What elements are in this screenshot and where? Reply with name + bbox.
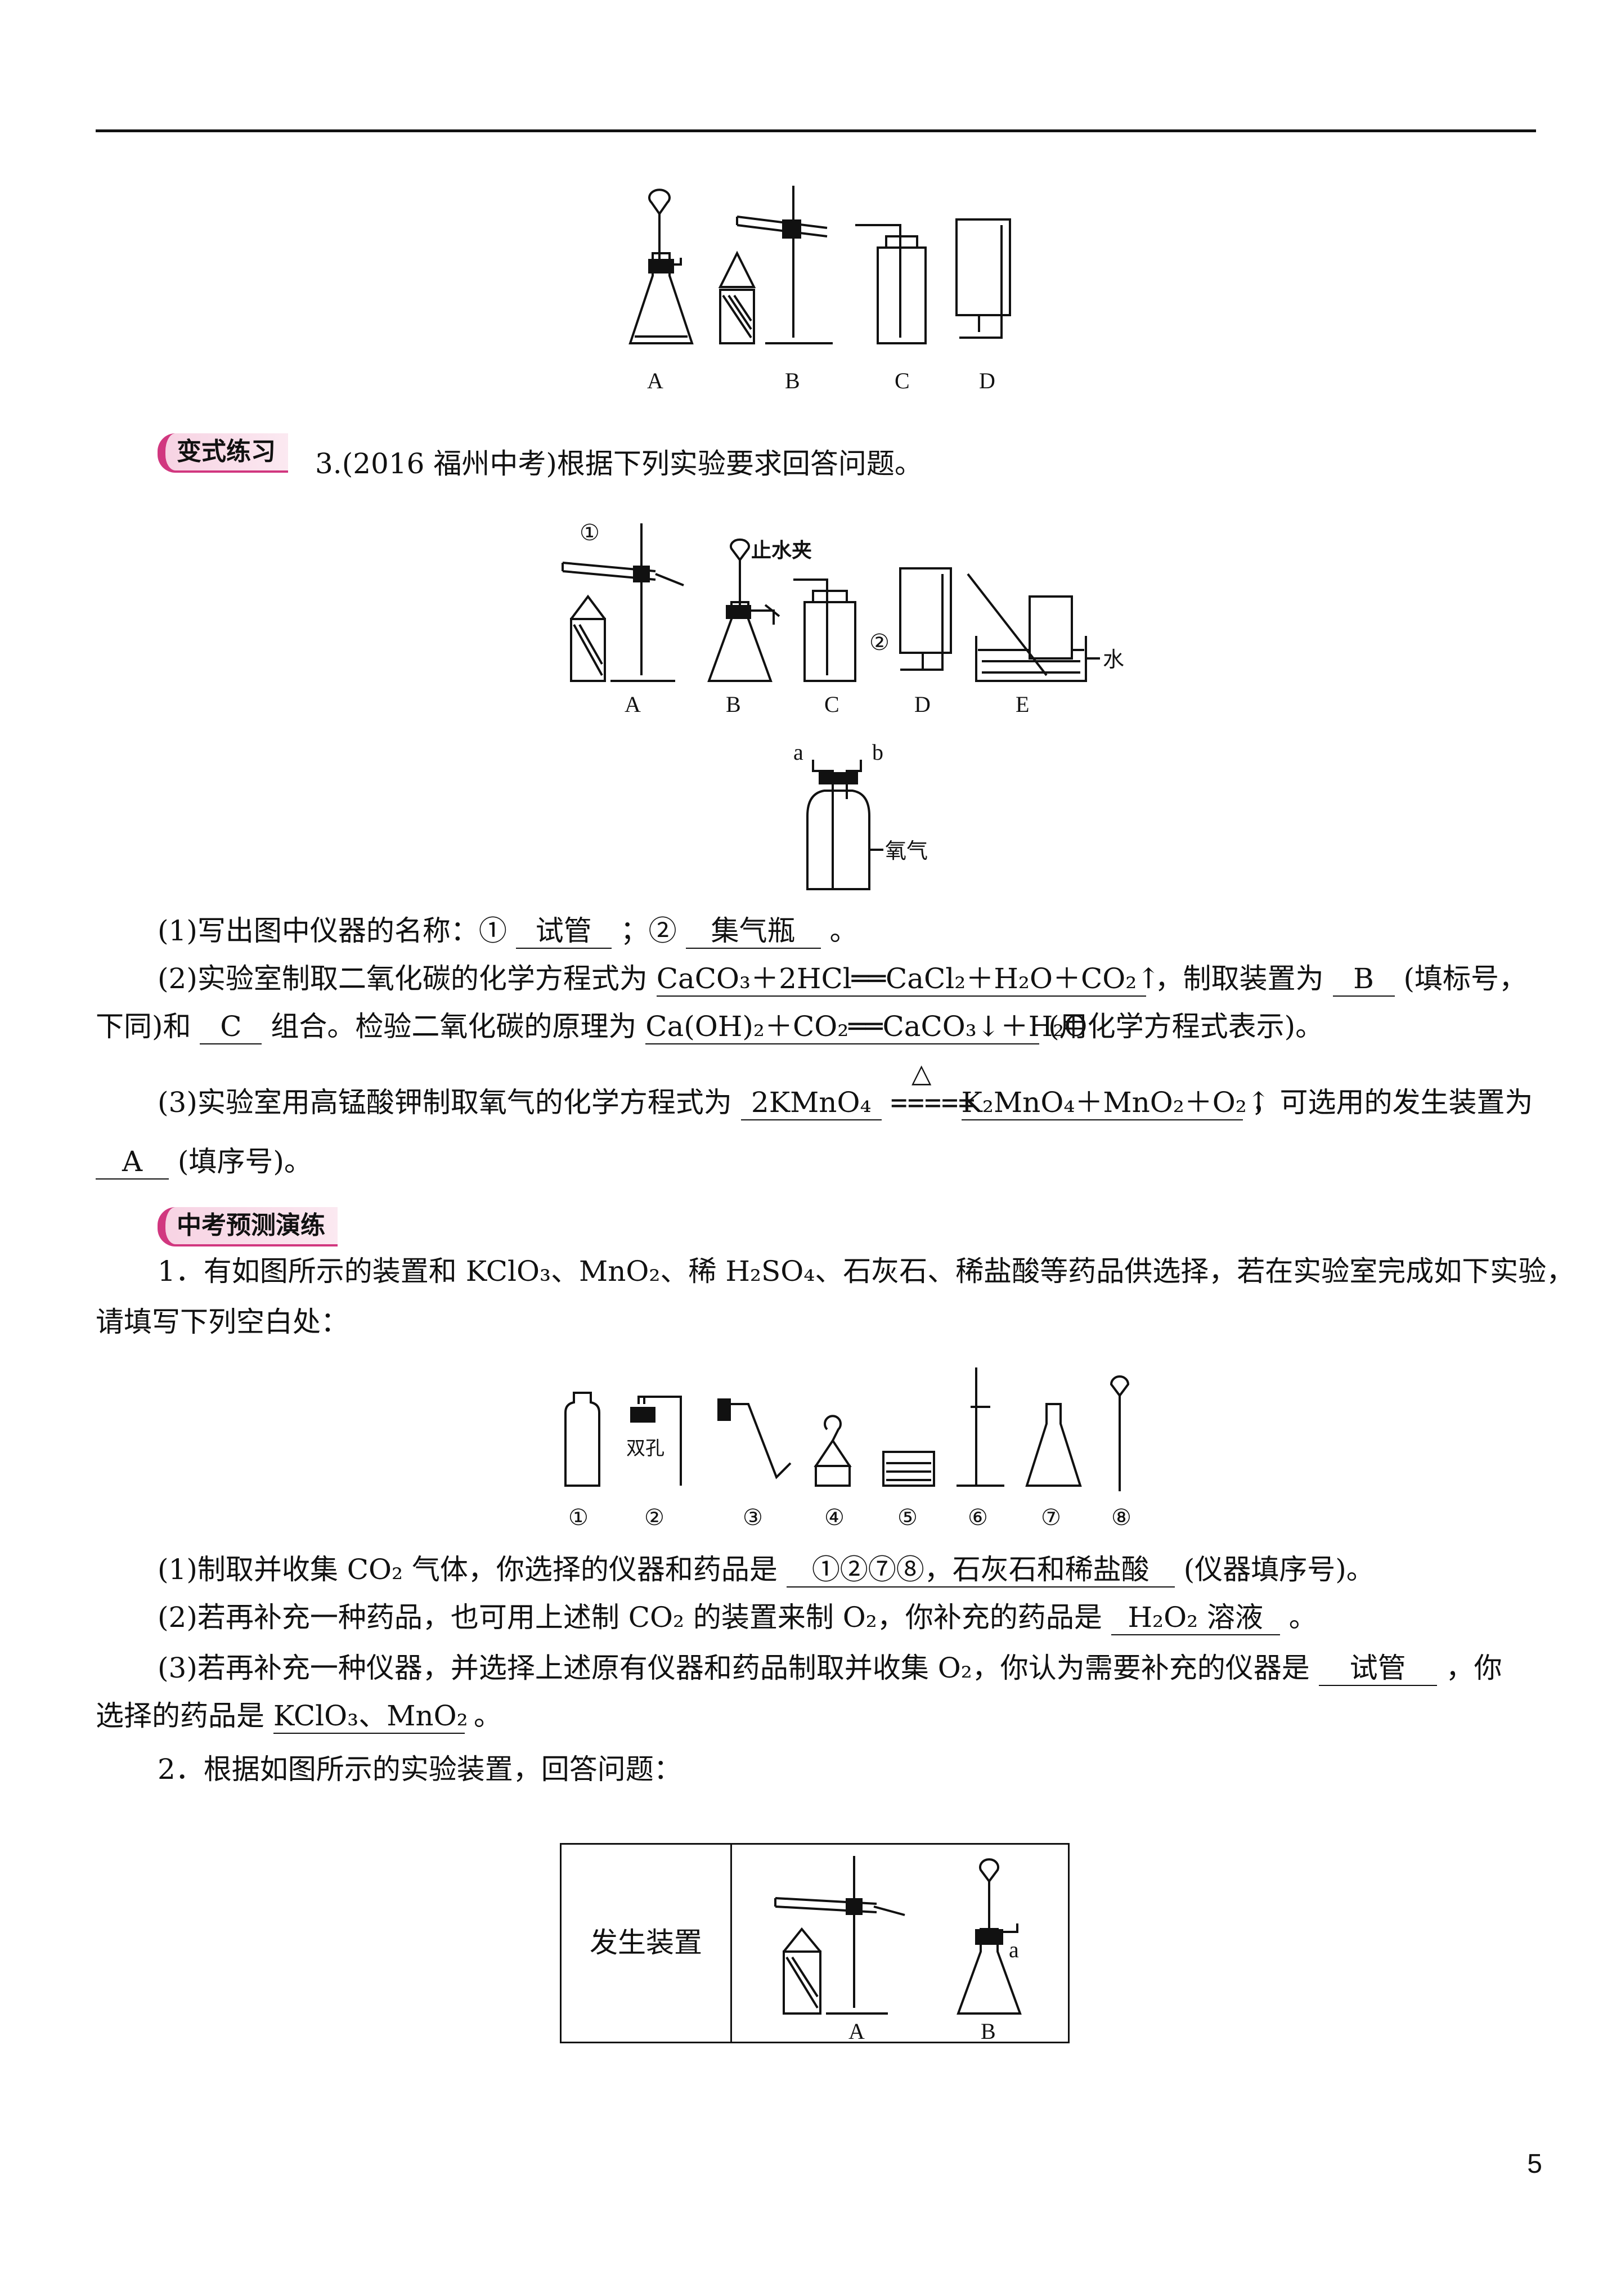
instrument-num-4: ④ (824, 1505, 845, 1530)
forecast-q1-3-prefix: (3)若再补充一种仪器，并选择上述原有仪器和药品制取并收集 O₂，你认为需要补充… (158, 1652, 1310, 1684)
header-rule (96, 129, 1536, 132)
ex3-q1-suffix: 。 (829, 914, 858, 947)
ex3-q2-mid1: ，制取装置为 (1155, 962, 1324, 995)
oxygen-bottle-figure: a b 氧气 (793, 739, 928, 890)
ex3-q3-answer: A (96, 1145, 169, 1180)
forecast-badge: 中考预测演练 (158, 1207, 338, 1246)
ex3-q1: (1)写出图中仪器的名称：① 试管 ；② 集气瓶 。 (158, 912, 857, 950)
exercise3-figure: ① 止水夹 ② 水 A B C D E (562, 520, 1124, 717)
ex3-q2-equation1: CaCO₃＋2HCl══CaCl₂＋H₂O＋CO₂↑ (656, 962, 1160, 997)
ex3-q1-answer1: 试管 (515, 914, 612, 949)
forecast-q1-1-suffix: (仪器填序号)。 (1183, 1553, 1375, 1586)
table-a-label: a (1009, 1937, 1019, 1962)
ex3-q2-line2-prefix: 下同)和 (96, 1010, 191, 1043)
forecast-q1-stem-line1: 1．有如图所示的装置和 KClO₃、MnO₂、稀 H₂SO₄、石灰石、稀盐酸等药… (158, 1255, 1575, 1288)
marker-1: ① (580, 520, 600, 545)
ex3-q2-mid3: 组合。检验二氧化碳的原理为 (271, 1010, 637, 1043)
ex3-q2-equation2: Ca(OH)₂＋CO₂══CaCO₃↓＋H₂O (645, 1010, 1087, 1044)
instrument-num-7: ⑦ (1041, 1505, 1061, 1530)
clamp-label: 止水夹 (751, 539, 812, 562)
table-divider (730, 1845, 732, 2042)
forecast-q1-2-prefix: (2)若再补充一种药品，也可用上述制 CO₂ 的装置来制 O₂，你补充的药品是 (158, 1601, 1102, 1634)
ex3-label-c: C (824, 692, 839, 717)
forecast-q1-3-answer2: KClO₃、MnO₂ (273, 1699, 468, 1734)
top-fig-label-b: B (785, 368, 800, 393)
forecast-q2-stem: 2．根据如图所示的实验装置，回答问题： (158, 1753, 682, 1786)
apparatus-a-flask (628, 189, 694, 344)
ex3-q3-prefix: (3)实验室用高锰酸钾制取氧气的化学方程式为 (158, 1086, 732, 1119)
forecast-q1-2-answer: H₂O₂ 溶液 (1111, 1600, 1280, 1635)
instrument-num-2: ② (644, 1505, 664, 1530)
heat-triangle: △ (911, 1058, 932, 1088)
ex3-q2-suffix: (用化学方程式表示)。 (1048, 1010, 1324, 1043)
forecast-q1-3-line1: (3)若再补充一种仪器，并选择上述原有仪器和药品制取并收集 O₂，你认为需要补充… (158, 1649, 1502, 1687)
ex3-q3-heat-sign: △ ===== (891, 1058, 976, 1122)
ex3-q3-line1: (3)实验室用高锰酸钾制取氧气的化学方程式为 2KMnO₄ △ ===== K₂… (158, 1058, 1533, 1122)
forecast-q1-1-prefix: (1)制取并收集 CO₂ 气体，你选择的仪器和药品是 (158, 1553, 778, 1586)
forecast-q1-1: (1)制取并收集 CO₂ 气体，你选择的仪器和药品是 ①②⑦⑧，石灰石和稀盐酸 … (158, 1550, 1375, 1589)
instrument-num-8: ⑧ (1111, 1505, 1131, 1530)
forecast-q1-3-line2-prefix: 选择的药品是 (96, 1699, 264, 1732)
oxygen-label: 氧气 (885, 838, 928, 863)
ex3-q3-line2: A (填序号)。 (96, 1142, 312, 1181)
forecast-q1-2: (2)若再补充一种药品，也可用上述制 CO₂ 的装置来制 O₂，你补充的药品是 … (158, 1598, 1317, 1636)
ex3-q2-line1: (2)实验室制取二氧化碳的化学方程式为 CaCO₃＋2HCl══CaCl₂＋H₂… (158, 959, 1527, 998)
ex3-q2-answer-c: C (200, 1010, 262, 1044)
apparatus-d-bottle (955, 218, 1011, 339)
instrument-num-5: ⑤ (897, 1505, 918, 1530)
forecast-q1-1-answer: ①②⑦⑧，石灰石和稀盐酸 (786, 1553, 1175, 1588)
ex3-q1-mid: ；② (620, 914, 677, 947)
ex3-q3-eq-right: K₂MnO₄＋MnO₂＋O₂↑ (961, 1086, 1270, 1120)
top-fig-label-d: D (979, 368, 995, 393)
ex3-label-b: B (726, 692, 741, 717)
bottle-label-a: a (793, 739, 803, 765)
instrument-set-figure: 双孔 ① ② ③ ④ ⑤ ⑥ ⑦ ⑧ (564, 1367, 1131, 1530)
ex3-q2-prefix: (2)实验室制取二氧化碳的化学方程式为 (158, 962, 648, 995)
ex3-q3-eq-left: 2KMnO₄ (740, 1086, 882, 1120)
instrument-num-1: ① (568, 1505, 589, 1530)
apparatus-c-bottle (855, 224, 927, 344)
exercise-badge: 变式练习 (158, 433, 288, 473)
instrument-num-3: ③ (743, 1505, 763, 1530)
water-label: 水 (1103, 647, 1124, 672)
forecast-q1-3-line2-suffix: 。 (473, 1699, 502, 1732)
generator-table: 发生装置 a A B (560, 1843, 1070, 2043)
top-apparatus-figure: A B C D (628, 186, 1011, 393)
instrument-num-6: ⑥ (968, 1505, 988, 1530)
forecast-q1-stem-line2: 请填写下列空白处： (96, 1306, 349, 1338)
table-label-a: A (848, 2019, 865, 2042)
page-number: 5 (1527, 2149, 1542, 2179)
forecast-q1-3-line2: 选择的药品是 KClO₃、MnO₂ 。 (96, 1697, 502, 1735)
ex3-label-a: A (625, 692, 641, 717)
apparatus-b-heating-stand (718, 186, 833, 344)
marker-2: ② (869, 630, 890, 655)
forecast-q1-3-answer: 试管 (1318, 1651, 1437, 1686)
bottle-label-b: b (872, 739, 883, 765)
table-label-b: B (981, 2019, 996, 2042)
forecast-q1-3-suffix: ，你 (1445, 1652, 1502, 1684)
ex3-q3-suffix: ，可选用的发生装置为 (1251, 1086, 1533, 1119)
ex3-q3-line2-suffix: (填序号)。 (177, 1145, 312, 1178)
ex3-label-d: D (914, 692, 931, 717)
ex3-label-e: E (1016, 692, 1029, 717)
ex3-q2-line2: 下同)和 C 组合。检验二氧化碳的原理为 Ca(OH)₂＋CO₂══CaCO₃↓… (96, 1007, 1323, 1046)
table-row-label: 发生装置 (590, 1926, 702, 1959)
ex3-q1-prefix: (1)写出图中仪器的名称：① (158, 914, 507, 947)
forecast-q1-2-suffix: 。 (1288, 1601, 1317, 1634)
exercise3-stem: 3.(2016 福州中考)根据下列实验要求回答问题。 (315, 447, 923, 480)
ex3-q2-mid2: (填标号， (1403, 962, 1527, 995)
generator-apparatus-figure: a A B (774, 1856, 1022, 2042)
ex3-q1-answer2: 集气瓶 (685, 914, 821, 949)
top-fig-label-a: A (647, 368, 663, 393)
two-hole-label: 双孔 (626, 1437, 664, 1460)
top-fig-label-c: C (895, 368, 910, 393)
ex3-q2-answer-b: B (1332, 962, 1395, 997)
